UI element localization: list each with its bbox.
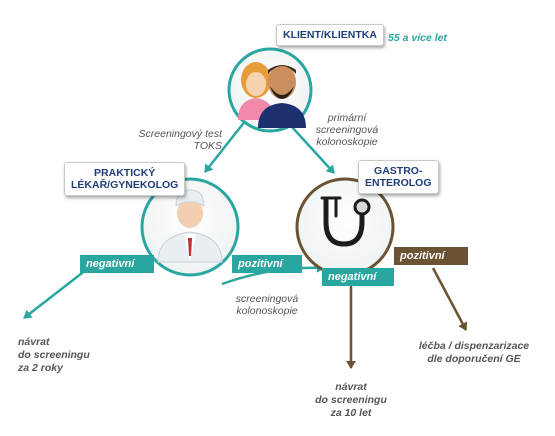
gp-callout: PRAKTICKÝ LÉKAŘ/GYNEKOLOG	[64, 162, 186, 196]
stethoscope-icon	[320, 196, 371, 247]
client-label: KLIENT/KLIENTKA	[283, 29, 377, 41]
gp-label-line1: PRAKTICKÝ	[94, 167, 156, 179]
edge-label-client-to-gastro-line3: kolonoskopie	[316, 136, 378, 148]
outcome-gastro-positive-line1: léčba / dispenzarizace	[418, 340, 530, 352]
edge-label-gp-to-gastro-line2: kolonoskopie	[236, 305, 298, 317]
gp-negative-banner: negativní	[80, 255, 154, 273]
outcome-gp-negative-line1: návrat	[18, 336, 50, 348]
edge-label-gp-to-gastro-line1: screeningová	[235, 293, 299, 305]
edge-label-client-to-gp-line2: TOKS	[193, 140, 222, 152]
couple-people-icon	[238, 62, 306, 128]
edge-label-client-to-gp: Screeningový test TOKS	[128, 128, 222, 152]
arrow-gastro-positive-outcome	[431, 267, 468, 331]
outcome-gastro-negative-line1: návrat	[335, 381, 367, 393]
client-callout: KLIENT/KLIENTKA	[276, 24, 384, 46]
gastro-label-line1: GASTRO-	[374, 165, 423, 177]
gastro-negative-banner: negativní	[322, 268, 394, 286]
edge-label-client-to-gastro: primární screeningová kolonoskopie	[302, 112, 392, 148]
gp-positive-banner: pozitivní	[232, 255, 302, 273]
doctor-icon	[157, 189, 223, 263]
outcome-gastro-positive-line2: dle doporučení GE	[427, 353, 521, 365]
outcome-gp-negative: návrat do screeningu za 2 roky	[18, 336, 118, 375]
outcome-gastro-negative-line3: za 10 let	[330, 407, 372, 419]
edge-label-client-to-gastro-line1: primární	[327, 112, 367, 124]
edge-label-gp-to-gastro: screeningová kolonoskopie	[222, 293, 312, 317]
arrow-client-to-gastro	[291, 126, 335, 174]
outcome-gp-negative-line3: za 2 roky	[18, 362, 63, 374]
gastro-callout: GASTRO- ENTEROLOG	[358, 160, 439, 194]
gastro-positive-banner: pozitivní	[394, 247, 468, 265]
client-age-note: 55 a více let	[388, 32, 447, 44]
gp-label-line2: LÉKAŘ/GYNEKOLOG	[71, 179, 179, 191]
arrow-client-to-gp	[204, 119, 247, 173]
edge-label-client-to-gp-line1: Screeningový test	[138, 128, 222, 140]
outcome-gastro-positive: léčba / dispenzarizace dle doporučení GE	[404, 340, 544, 366]
outcome-gp-negative-line2: do screeningu	[18, 349, 90, 361]
outcome-gastro-negative-line2: do screeningu	[315, 394, 387, 406]
outcome-gastro-negative: návrat do screeningu za 10 let	[305, 381, 397, 420]
gastro-label-line2: ENTEROLOG	[365, 177, 432, 189]
arrow-gp-negative-outcome	[23, 269, 87, 319]
edge-label-client-to-gastro-line2: screeningová	[315, 124, 379, 136]
